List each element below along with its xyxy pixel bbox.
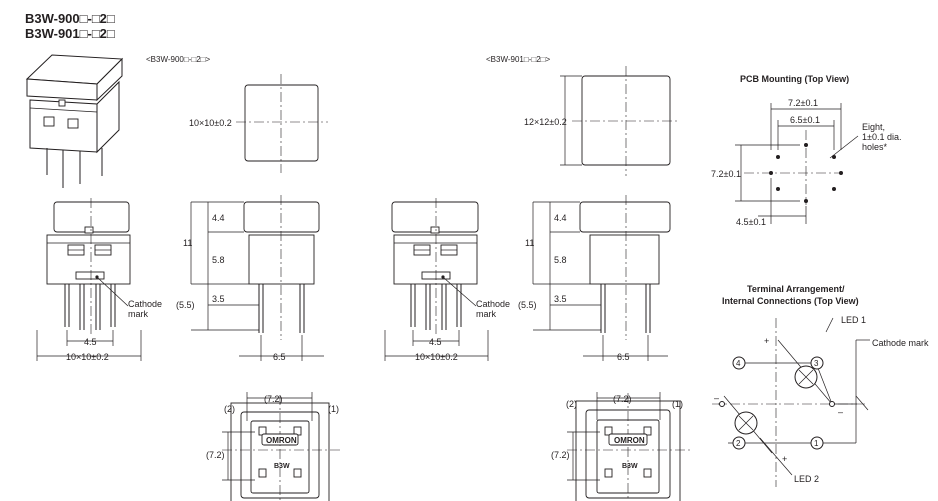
model-title-1: B3W-900□-□2□ [25, 11, 115, 26]
left-side-view [190, 195, 324, 361]
pcb-hole-pattern [735, 103, 859, 224]
left-pitch-x-dim: (7.2) [264, 394, 283, 404]
left-top-view [236, 74, 328, 173]
right-lead-dim: (5.5) [518, 300, 537, 310]
pcb-pitch-dim: 7.2±0.1 [788, 98, 818, 108]
left-square-dim: 10×10±0.2 [189, 118, 232, 128]
pcb-offset-dim: 4.5±0.1 [736, 217, 766, 227]
terminal-title-1: Terminal Arrangement/ [747, 284, 845, 294]
right-pin-2-label: (2) [566, 399, 577, 409]
right-pitch-y-dim: (7.2) [551, 450, 570, 460]
right-depth-dim: 6.5 [617, 352, 630, 362]
left-bottom-view [222, 392, 340, 501]
right-h2-dim: 5.8 [554, 255, 567, 265]
left-depth-dim: 6.5 [273, 352, 286, 362]
left-total-dim: 11 [183, 238, 192, 248]
right-pitch-x-dim: (7.2) [613, 394, 632, 404]
right-top-view [560, 66, 680, 176]
led1-minus: – [838, 407, 843, 417]
pcb-holes-note-3: holes* [862, 142, 888, 152]
left-model-caption: <B3W-900□-□2□> [146, 55, 210, 64]
terminal-1: 1 [814, 439, 819, 448]
isometric-view [25, 54, 124, 188]
right-cathode-label-2: mark [476, 309, 496, 319]
right-model-mark: B3W [622, 463, 638, 470]
left-h2-dim: 5.8 [212, 255, 225, 265]
left-width-dim: 10×10±0.2 [66, 352, 109, 362]
right-total-dim: 11 [525, 238, 534, 248]
right-pitch-dim: 4.5 [429, 337, 442, 347]
right-pin-1-label: (1) [672, 399, 683, 409]
terminal-cathode-label: Cathode mark [872, 338, 929, 348]
pcb-holes-note-2: 1±0.1 dia. [862, 132, 901, 142]
terminal-3: 3 [814, 359, 819, 368]
right-cathode-label-1: Cathode [476, 299, 510, 309]
terminal-title-2: Internal Connections (Top View) [722, 296, 859, 306]
pcb-holes-note-1: Eight, [862, 122, 885, 132]
left-cathode-label-1: Cathode [128, 299, 162, 309]
led2-label: LED 2 [794, 474, 819, 484]
pcb-title: PCB Mounting (Top View) [740, 74, 849, 84]
terminal-schematic [712, 317, 870, 487]
right-width-dim: 10×10±0.2 [415, 352, 458, 362]
pcb-inner-pitch-dim: 6.5±0.1 [790, 115, 820, 125]
right-front-view [384, 198, 489, 361]
right-h3-dim: 3.5 [554, 294, 567, 304]
right-square-dim: 12×12±0.2 [524, 117, 567, 127]
right-model-caption: <B3W-901□-□2□> [486, 55, 550, 64]
right-brand-logo: OMRON [614, 436, 645, 445]
left-pin-1-label: (1) [328, 404, 339, 414]
left-pin-2-label: (2) [224, 404, 235, 414]
left-cathode-label-2: mark [128, 309, 148, 319]
left-model-mark: B3W [274, 463, 290, 470]
left-h1-dim: 4.4 [212, 213, 225, 223]
right-side-view [532, 195, 671, 361]
left-lead-dim: (5.5) [176, 300, 195, 310]
left-pitch-y-dim: (7.2) [206, 450, 225, 460]
led2-plus: + [782, 454, 787, 464]
led2-minus: – [714, 393, 719, 403]
terminal-2: 2 [736, 439, 741, 448]
led1-plus: + [764, 336, 769, 346]
left-brand-logo: OMRON [266, 436, 297, 445]
left-front-view [36, 198, 142, 361]
terminal-4: 4 [736, 359, 741, 368]
left-pitch-dim: 4.5 [84, 337, 97, 347]
model-title-2: B3W-901□-□2□ [25, 26, 115, 41]
left-h3-dim: 3.5 [212, 294, 225, 304]
led1-label: LED 1 [841, 315, 866, 325]
right-bottom-view [567, 392, 690, 501]
pcb-pitch-y-dim: 7.2±0.1 [711, 169, 741, 179]
right-h1-dim: 4.4 [554, 213, 567, 223]
